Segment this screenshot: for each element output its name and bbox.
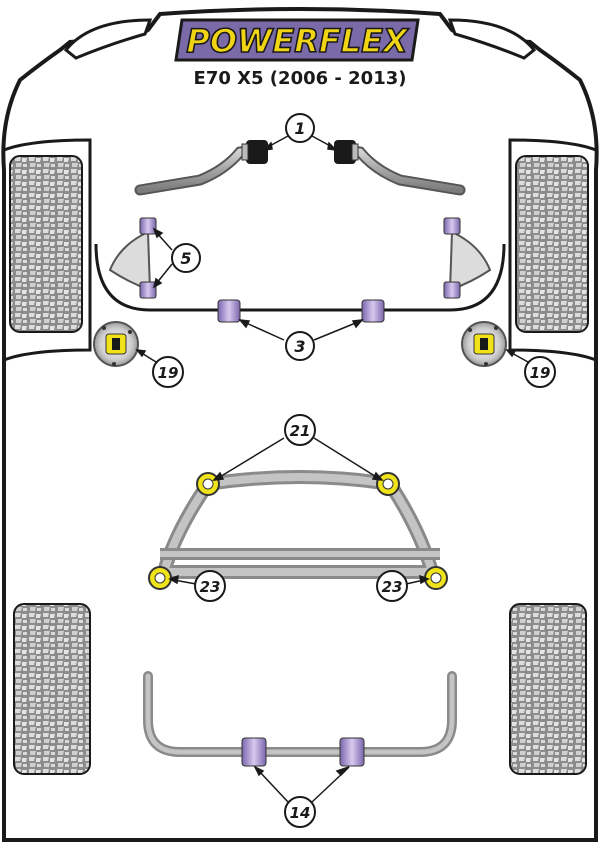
subframe-bush-23-left [148,566,172,590]
callout-14: 14 [284,796,316,828]
tyre-front-left [9,155,83,333]
front-anti-roll-bar-upper [134,144,466,196]
front-left-arch [3,138,92,362]
powerflex-logo: POWERFLEX [174,18,420,62]
callout-1: 1 [285,113,315,143]
tyre-front-right [515,155,589,333]
bush-14-right [339,737,365,767]
callout-label: 14 [290,804,311,822]
callout-label: 1 [294,119,305,138]
bush-1-left [241,140,268,164]
front-right-arch [508,138,597,362]
rear-anti-roll-bar-highlight [145,673,455,755]
callout-label: 5 [180,249,191,268]
front-anti-roll-bar-lower [94,243,506,312]
brand-name: POWERFLEX [186,22,409,60]
left-mirror [63,18,153,60]
model-title: E70 X5 (2006 - 2013) [194,68,407,89]
bush-1-right [334,140,359,164]
subframe-bush-21-right [376,472,400,496]
callout-label: 3 [294,337,305,356]
callout-label: 19 [530,364,551,382]
top-mount-right [461,321,507,367]
callout-19-left: 19 [152,356,184,388]
bush-3-left [217,299,241,323]
callout-21: 21 [284,414,316,446]
callout-23-right: 23 [376,570,408,602]
callout-3: 3 [285,331,315,361]
callout-19-right: 19 [524,356,556,388]
bush-14-left [241,737,267,767]
tyre-rear-right [509,603,587,775]
callout-label: 19 [158,364,179,382]
bush-3-right [361,299,385,323]
subframe-bush-21-left [196,472,220,496]
top-mount-left [93,321,139,367]
tyre-rear-left [13,603,91,775]
subframe-bush-23-right [424,566,448,590]
callout-5: 5 [171,243,201,273]
callout-23-left: 23 [194,570,226,602]
callout-label: 23 [200,578,221,596]
front-wishbone-left [108,217,157,299]
front-wishbone-right [443,217,492,299]
callout-arrows [135,135,529,803]
callout-label: 21 [290,422,311,440]
right-mirror [447,18,537,60]
callout-label: 23 [382,578,403,596]
rear-subframe [157,470,440,579]
